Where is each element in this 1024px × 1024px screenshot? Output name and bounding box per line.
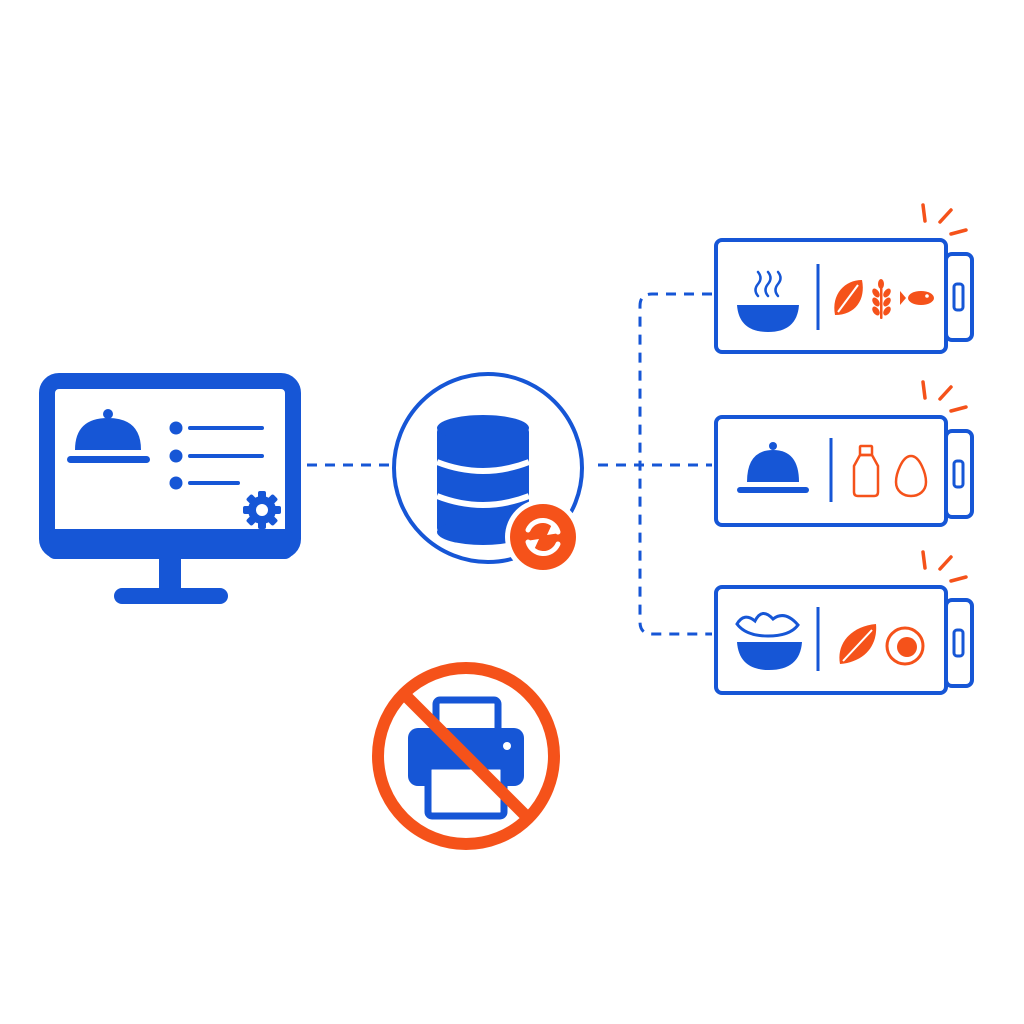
monitor-icon	[39, 373, 301, 604]
signal-icon	[921, 380, 968, 413]
signal-icon	[921, 203, 968, 236]
connectors	[307, 292, 712, 636]
milk-bottle-icon	[852, 444, 880, 498]
display-2	[714, 380, 974, 527]
menu-list-lines	[169, 421, 264, 490]
sync-icon	[505, 499, 581, 575]
nut-icon	[885, 626, 925, 666]
display-3	[714, 550, 974, 695]
central-database	[392, 372, 584, 575]
cloche-icon	[67, 409, 150, 463]
database-icon	[435, 415, 531, 545]
soup-bowl-icon	[737, 270, 799, 332]
leaf-icon	[834, 280, 863, 315]
signal-icon	[921, 550, 968, 583]
fish-icon	[900, 291, 934, 305]
no-print	[372, 662, 560, 850]
gear-icon	[243, 491, 281, 529]
database-ring	[392, 372, 584, 564]
connector-database-display-1-3	[638, 292, 712, 636]
display-terminal	[944, 252, 974, 342]
display-1	[714, 203, 974, 354]
display-terminal	[944, 429, 974, 519]
leaf-icon	[839, 624, 877, 664]
display-terminal	[944, 598, 974, 688]
wheat-icon	[872, 279, 891, 319]
prohibited-icon	[372, 662, 560, 850]
salad-bowl-icon	[735, 612, 802, 670]
egg-icon	[894, 454, 928, 498]
cloche-icon	[737, 442, 809, 493]
admin-console	[39, 373, 301, 604]
